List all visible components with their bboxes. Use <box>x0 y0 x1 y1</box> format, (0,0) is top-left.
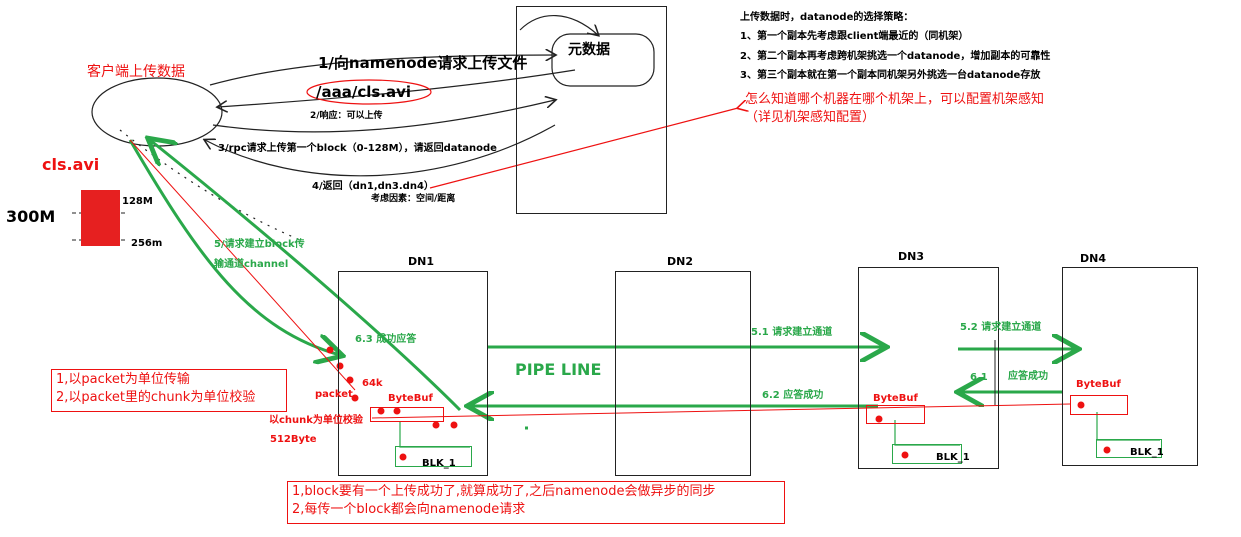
step-6-1: 6.1 <box>970 372 988 383</box>
client-ellipse <box>91 77 223 147</box>
step-1: 1/向namenode请求上传文件 <box>318 54 528 72</box>
dn2-label: DN2 <box>667 255 693 268</box>
size-64k: 64k <box>362 378 383 389</box>
strategy-item-2: 2、第二个副本再考虑跨机架挑选一个datanode，增加副本的可靠性 <box>740 51 1051 62</box>
dn2-box <box>615 271 751 476</box>
packet-dots <box>326 346 1111 461</box>
mark-256: 256m <box>131 238 163 249</box>
step-5-2: 5.2 请求建立通道 <box>960 322 1042 333</box>
client-title: 客户端上传数据 <box>87 64 185 80</box>
strategy-item-3: 3、第三个副本就在第一个副本同机架另外挑选一台datanode存放 <box>740 70 1041 81</box>
step-6-2: 6.2 应答成功 <box>762 390 824 401</box>
namenode-box <box>516 6 667 214</box>
file-name: cls.avi <box>42 155 100 174</box>
dn3-bytebuf <box>866 405 925 424</box>
step-1-path: /aaa/cls.avi <box>316 83 412 101</box>
step-5-1: 5.1 请求建立通道 <box>751 327 833 338</box>
rack-question: 怎么知道哪个机器在哪个机架上，可以配置机架感知 <box>745 92 1045 107</box>
step-5b: 输通道channel <box>214 259 289 270</box>
dn3-blk-label: BLK_1 <box>936 452 970 463</box>
strategy-title: 上传数据时，datanode的选择策略： <box>740 12 914 23</box>
dn4-blk <box>1096 439 1162 458</box>
rack-question-2: （详见机架感知配置） <box>745 110 876 125</box>
dn4-blk-label: BLK_1 <box>1130 447 1164 458</box>
dn4-label: DN4 <box>1080 252 1106 265</box>
step-4-note: 考虑因素：空间/距离 <box>371 194 456 204</box>
block-note-box <box>287 481 785 524</box>
dn1-blk <box>395 446 472 467</box>
chunk-size: 512Byte <box>270 434 317 445</box>
packet-note-1: 1,以packet为单位传输 <box>56 372 190 387</box>
dn1-blk-label: BLK_1 <box>422 458 456 469</box>
strategy-item-1: 1、第一个副本先考虑跟client端最近的（同机架） <box>740 31 969 42</box>
metadata-label: 元数据 <box>568 42 610 58</box>
file-block <box>81 190 120 246</box>
step-2: 2/响应：可以上传 <box>310 111 383 121</box>
dn1-bytebuf-label: ByteBuf <box>388 393 433 404</box>
step-5a: 5/请求建立block传 <box>214 239 305 250</box>
path-highlight <box>306 79 432 105</box>
block-note-1: 1,block要有一个上传成功了,就算成功了,之后namenode会做异步的同步 <box>292 484 716 499</box>
dn3-bytebuf-label: ByteBuf <box>873 393 918 404</box>
file-size: 300M <box>6 207 56 226</box>
packet-label: packet <box>315 389 353 400</box>
dn1-label: DN1 <box>408 255 434 268</box>
chunk-label: 以chunk为单位校验 <box>269 415 363 426</box>
packet-note-2: 2,以packet里的chunk为单位校验 <box>56 390 256 405</box>
step-6-1b: 应答成功 <box>1008 371 1048 382</box>
packet-note-box <box>51 369 287 412</box>
dn1-box <box>338 271 488 476</box>
dn3-box <box>858 267 999 469</box>
dn4-bytebuf-label: ByteBuf <box>1076 379 1121 390</box>
pipeline-label: PIPE LINE <box>515 360 602 379</box>
dn4-box <box>1062 267 1198 466</box>
mark-128: 128M <box>122 196 153 207</box>
dn1-bytebuf <box>370 407 444 422</box>
dn3-label: DN3 <box>898 250 924 263</box>
step-6-3: 6.3 成功应答 <box>355 334 417 345</box>
block-note-2: 2,每传一个block都会向namenode请求 <box>292 502 526 517</box>
dn3-blk <box>892 444 962 464</box>
step-3: 3/rpc请求上传第一个block（0-128M），请返回datanode <box>218 143 497 154</box>
dn4-bytebuf <box>1070 395 1128 415</box>
step-4: 4/返回（dn1,dn3.dn4） <box>312 181 434 192</box>
